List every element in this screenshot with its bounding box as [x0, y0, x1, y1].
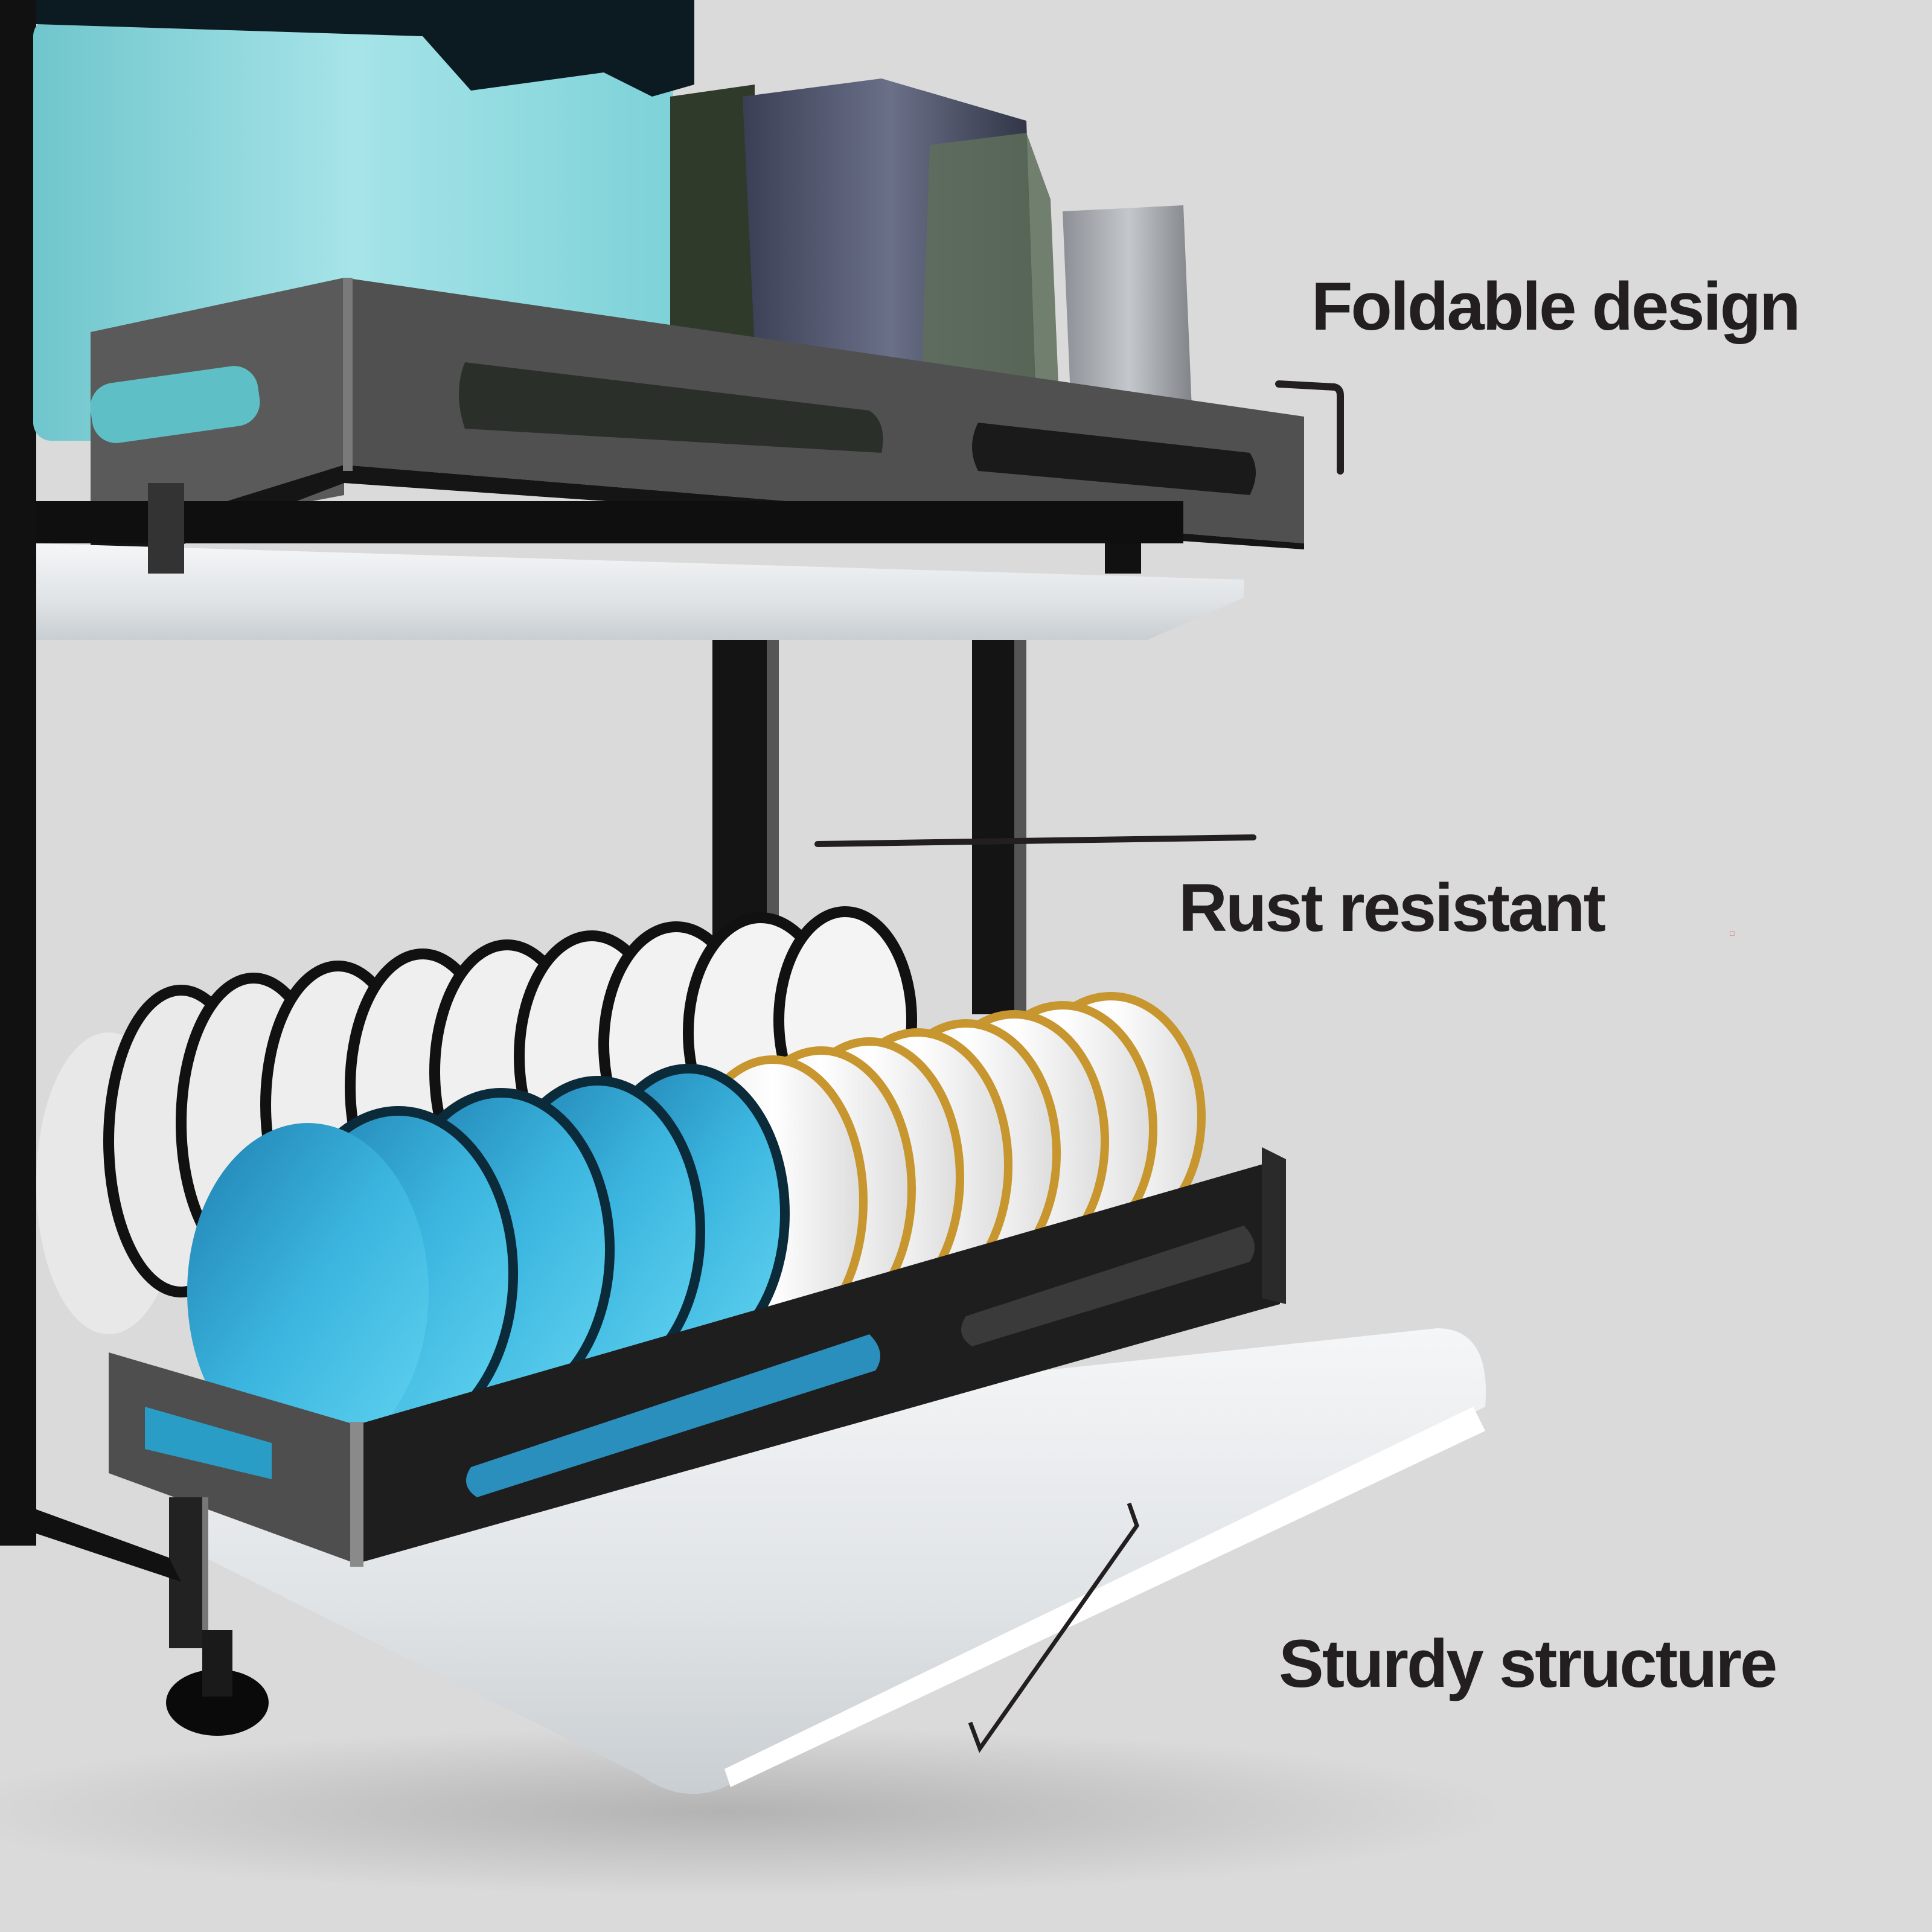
- middle-post-2-hl: [1014, 640, 1026, 1014]
- foot-stem: [202, 1630, 232, 1697]
- adjustable-foot: [166, 1669, 269, 1736]
- bottom-slot-side: [145, 1407, 272, 1479]
- teal-container-lid: [36, 0, 694, 97]
- feature-label-foldable-design: Foldable design: [1311, 269, 1801, 344]
- top-shelf-leg-2: [1105, 543, 1141, 574]
- top-shelf-grid: [36, 501, 1183, 543]
- top-shelf-leg-1: [148, 483, 184, 574]
- bottom-drip-tray-rim: [724, 1407, 1485, 1787]
- top-shelf-corner: [343, 278, 353, 471]
- top-slot-3: [972, 423, 1256, 495]
- top-shelf: [33, 0, 1304, 640]
- callout-bracket-sturdy: [968, 1502, 1139, 1753]
- frame-post-left: [0, 0, 36, 1546]
- base-frame: [36, 1509, 181, 1582]
- top-drip-tray: [36, 543, 1244, 640]
- small-plus-marker-icon: [1730, 931, 1735, 936]
- top-slot-1: [90, 366, 260, 443]
- top-slot-2: [459, 362, 883, 453]
- callout-line-rust: [814, 834, 1256, 847]
- callout-line-foldable: [1275, 380, 1344, 475]
- feature-label-sturdy-structure: Sturdy structure: [1279, 1626, 1777, 1701]
- bottom-shelf: [36, 906, 1286, 1736]
- bottom-shelf-top-rim: [1262, 1147, 1286, 1304]
- floor-shadow: [0, 1727, 1509, 1896]
- bottom-slot-2: [961, 1226, 1255, 1346]
- bottom-slot-1: [466, 1334, 880, 1497]
- bottom-shelf-corner: [350, 1422, 363, 1567]
- feature-label-rust-resistant: Rust resistant: [1179, 870, 1606, 945]
- front-leg-hl: [202, 1497, 208, 1648]
